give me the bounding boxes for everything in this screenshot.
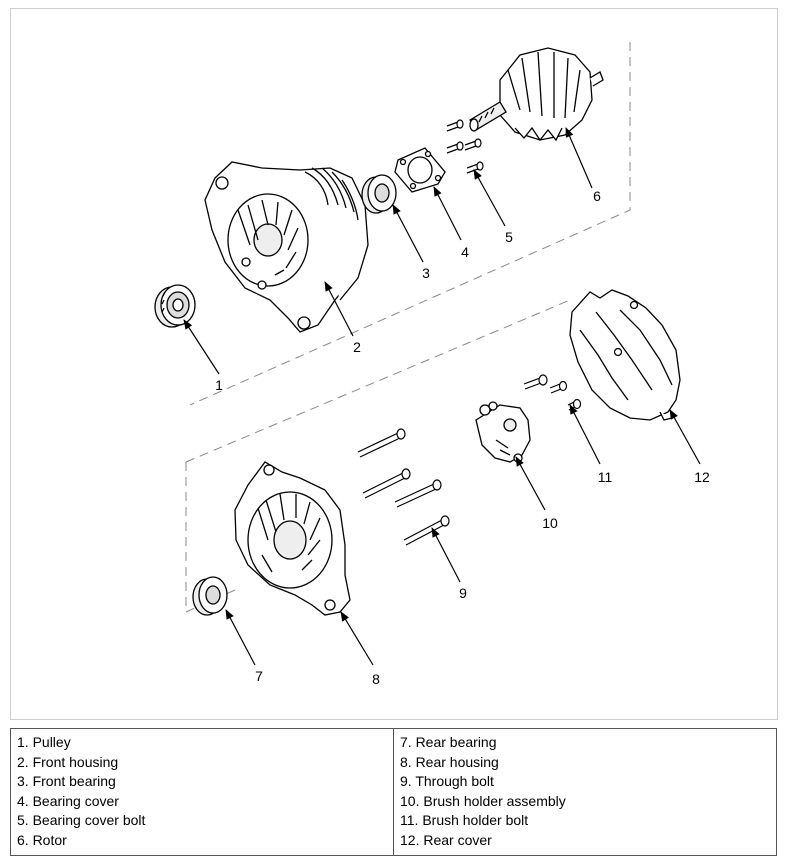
callout-labels: 1 2 3 4 5 6 7 8 9 10 11 12 — [215, 188, 710, 687]
callout-7: 7 — [255, 668, 263, 684]
rotor — [469, 47, 604, 142]
diagram-frame — [10, 8, 778, 720]
assembly-guide-lines — [185, 42, 631, 613]
rear-cover — [569, 289, 681, 421]
bearing-cover — [394, 147, 446, 193]
legend-item: 2. Front housing — [17, 753, 119, 770]
callout-2: 2 — [353, 339, 361, 355]
callout-12: 12 — [694, 469, 710, 485]
legend-item: 11. Brush holder bolt — [400, 812, 529, 828]
legend-item: 1. Pulley — [17, 734, 71, 750]
pulley — [154, 284, 196, 328]
callout-3: 3 — [422, 265, 430, 281]
leader-arrows — [183, 127, 701, 666]
callout-10: 10 — [542, 515, 558, 531]
parts-legend-table: 1. Pulley 2. Front housing 3. Front bear… — [10, 728, 777, 856]
callout-1: 1 — [215, 377, 223, 393]
legend-item: 6. Rotor — [17, 831, 67, 848]
legend-item: 8. Rear housing — [400, 753, 499, 770]
front-housing — [204, 161, 369, 333]
through-bolts — [357, 428, 450, 546]
legend-item: 7. Rear bearing — [400, 734, 497, 750]
rear-housing — [234, 461, 351, 616]
brush-holder-assembly — [475, 401, 531, 463]
callout-11: 11 — [598, 469, 613, 485]
brush-holder-bolts — [523, 374, 582, 411]
legend-item: 9. Through bolt — [400, 773, 494, 789]
legend-item: 5. Bearing cover bolt — [17, 812, 146, 828]
callout-6: 6 — [593, 188, 601, 204]
callout-8: 8 — [372, 671, 380, 687]
front-bearing — [361, 174, 397, 214]
callout-9: 9 — [459, 585, 467, 601]
legend-item: 4. Bearing cover — [17, 792, 119, 809]
callout-4: 4 — [461, 244, 469, 260]
rear-bearing — [192, 576, 228, 616]
bearing-cover-bolts — [446, 119, 484, 174]
legend-column-right: 7. Rear bearing 8. Rear housing 9. Throu… — [393, 729, 776, 855]
legend-item: 3. Front bearing — [17, 773, 116, 789]
legend-column-left: 1. Pulley 2. Front housing 3. Front bear… — [11, 729, 393, 855]
callout-5: 5 — [505, 229, 513, 245]
legend-item: 10. Brush holder assembly — [400, 792, 566, 809]
legend-item: 12. Rear cover — [400, 831, 492, 848]
exploded-view-diagram: 1 2 3 4 5 6 7 8 9 10 11 12 — [154, 42, 710, 687]
